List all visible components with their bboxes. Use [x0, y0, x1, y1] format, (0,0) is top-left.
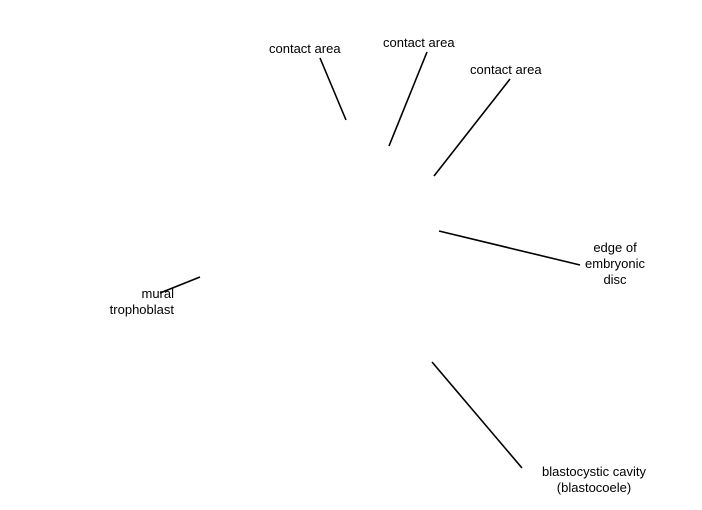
label-contact-area-3: contact area	[470, 62, 542, 78]
leader-line-mural-trophoblast	[159, 276, 201, 294]
label-line: (blastocoele)	[556, 480, 632, 495]
label-mural-trophoblast: mural trophoblast	[92, 286, 174, 318]
leader-line-blastocystic-cavity	[431, 361, 523, 469]
label-contact-area-2: contact area	[383, 35, 455, 51]
label-edge-of-embryonic-disc: edge of embryonic disc	[580, 240, 650, 288]
leader-line-contact-area-2	[388, 51, 428, 147]
label-line: embryonic	[585, 256, 645, 271]
label-line: blastocystic cavity	[541, 464, 647, 479]
label-text: contact area	[383, 35, 455, 50]
label-text: contact area	[269, 41, 341, 56]
label-line: mural	[141, 286, 174, 301]
label-contact-area-1: contact area	[269, 41, 341, 57]
leader-line-edge-of-embryonic-disc	[438, 230, 581, 266]
label-text: contact area	[470, 62, 542, 77]
leader-line-contact-area-3	[433, 78, 511, 177]
leader-line-contact-area-1	[319, 57, 347, 121]
label-line: disc	[603, 272, 627, 287]
label-line: trophoblast	[109, 302, 174, 317]
label-line: edge of	[593, 240, 637, 255]
label-blastocystic-cavity: blastocystic cavity (blastocoele)	[526, 464, 662, 496]
